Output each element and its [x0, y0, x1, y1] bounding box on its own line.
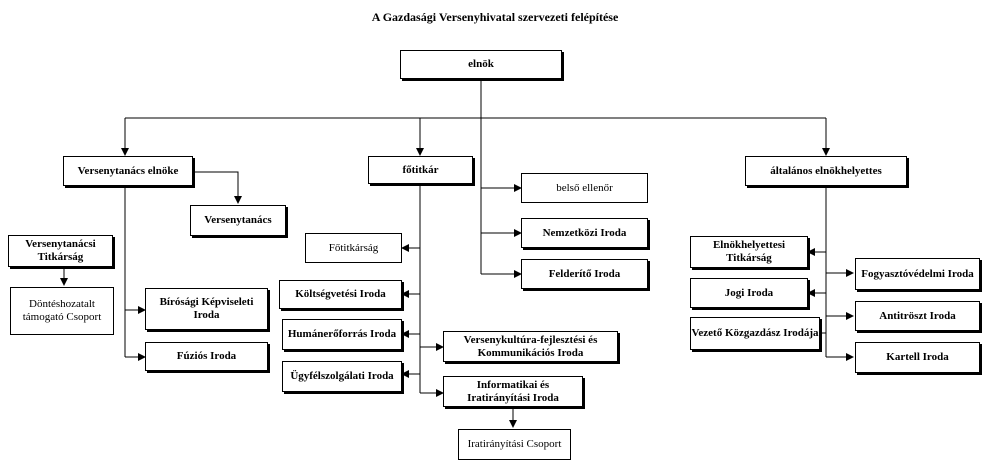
node-antitroszt-iroda: Antitröszt Iroda — [855, 301, 980, 331]
node-fotitkarsag-label: Főtitkárság — [328, 241, 379, 254]
chart-title: A Gazdasági Versenyhivatal szervezeti fe… — [371, 10, 619, 24]
node-jogi-iroda: Jogi Iroda — [690, 278, 808, 308]
node-birosagi-kepviseleti-iroda: Bírósági Képviseleti Iroda — [145, 288, 268, 330]
node-elnokhelyettesi-titkarsag: Elnökhelyettesi Titkárság — [690, 236, 808, 268]
node-informatikai-label: Informatikai és Iratirányítási Iroda — [467, 378, 559, 404]
node-felderito-iroda: Felderítő Iroda — [521, 259, 648, 289]
node-belso-ellenor-label: belső ellenőr — [556, 181, 613, 194]
node-kartell-iroda: Kartell Iroda — [855, 342, 980, 373]
node-elnokhelyettesi-titkarsag-label: Elnökhelyettesi Titkárság — [712, 239, 786, 264]
node-donteshozatalt-tamogato-csoport: Döntéshozatalt támogató Csoport — [10, 287, 114, 335]
node-versenytanacs: Versenytanács — [190, 205, 286, 236]
node-fuzios-label: Fúziós Iroda — [176, 350, 237, 362]
node-nemzetkozi-iroda: Nemzetközi Iroda — [521, 218, 648, 248]
node-ugyfelszolgalati-label: Ügyfélszolgálati Iroda — [290, 370, 394, 382]
node-humaneroforras-iroda: Humánerőforrás Iroda — [282, 319, 402, 350]
node-humaneroforras-label: Humánerőforrás Iroda — [287, 328, 397, 340]
node-altalanos-elnokhelyettes: általános elnökhelyettes — [745, 156, 907, 186]
node-birosagi-label: Bírósági Képviseleti Iroda — [159, 296, 254, 321]
node-versenykultura-fejlesztesi-iroda: Versenykultúra-fejlesztési és Kommunikác… — [443, 331, 618, 362]
node-versenytanacs-elnoke-label: Versenytanács elnöke — [77, 164, 179, 177]
node-fogyasztovedelmi-label: Fogyasztóvédelmi Iroda — [861, 267, 974, 280]
node-elnok-label: elnök — [468, 58, 494, 70]
node-versenykultura-label: Versenykultúra-fejlesztési és Kommunikác… — [463, 333, 598, 359]
node-kartell-label: Kartell Iroda — [886, 351, 949, 363]
node-versenytanacsi-titkarsag-label: Versenytanácsi Titkárság — [25, 238, 96, 263]
node-donteshozatalt-label: Döntéshozatalt támogató Csoport — [22, 298, 102, 323]
node-iratiranyitasi-label: Iratirányítási Csoport — [467, 438, 562, 450]
node-nemzetkozi-label: Nemzetközi Iroda — [542, 226, 627, 239]
node-koltsegvetesi-label: Költségvetési Iroda — [295, 288, 386, 300]
node-antitroszt-label: Antitröszt Iroda — [879, 309, 956, 322]
node-iratiranyitasi-csoport: Iratirányítási Csoport — [458, 429, 571, 460]
node-altalanos-elnokhelyettes-label: általános elnökhelyettes — [770, 164, 882, 177]
node-fotitkarsag: Főtitkárság — [305, 233, 402, 263]
node-jogi-iroda-label: Jogi Iroda — [724, 286, 774, 299]
node-fotitkar-label: főtitkár — [402, 163, 439, 176]
node-informatikai-iroda: Informatikai és Iratirányítási Iroda — [443, 376, 583, 407]
node-versenytanacs-label: Versenytanács — [204, 214, 272, 226]
node-felderito-label: Felderítő Iroda — [548, 267, 621, 280]
node-versenytanacsi-titkarsag: Versenytanácsi Titkárság — [8, 235, 113, 267]
node-fuzios-iroda: Fúziós Iroda — [145, 342, 268, 371]
node-vezeto-kozgazdasz-label: Vezető Közgazdász Irodája — [691, 327, 819, 339]
node-vezeto-kozgazdasz-irodaja: Vezető Közgazdász Irodája — [690, 317, 820, 350]
wire-to-versenytanacs — [193, 171, 242, 204]
node-versenytanacs-elnoke: Versenytanács elnöke — [63, 156, 193, 186]
node-koltsegvetesi-iroda: Költségvetési Iroda — [279, 280, 402, 309]
node-fotitkar: főtitkár — [368, 156, 473, 184]
node-elnok: elnök — [400, 50, 562, 79]
node-ugyfelszolgalati-iroda: Ügyfélszolgálati Iroda — [282, 361, 402, 392]
node-belso-ellenor: belső ellenőr — [521, 173, 648, 203]
node-fogyasztovedelmi-iroda: Fogyasztóvédelmi Iroda — [855, 258, 980, 290]
